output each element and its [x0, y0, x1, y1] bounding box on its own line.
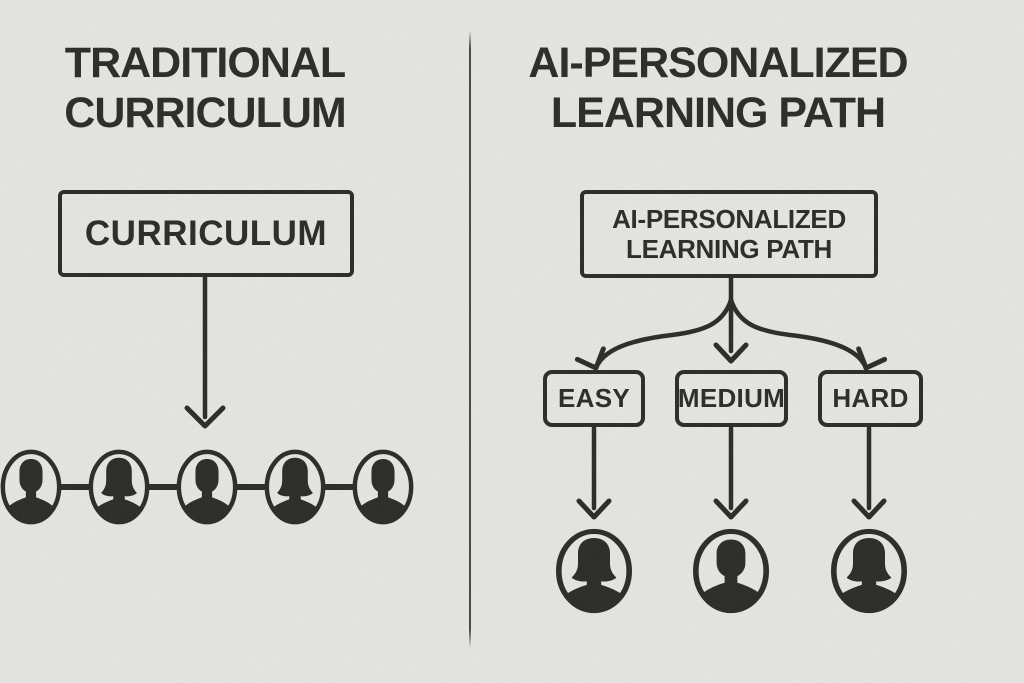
- student-avatar: [175, 448, 239, 526]
- person-man-icon: [352, 449, 414, 525]
- right-title-line1: AI-PERSONALIZED: [528, 39, 908, 87]
- person-man-icon: [0, 449, 62, 525]
- level-hard-label: HARD: [832, 383, 909, 413]
- right-panel-title: AI-PERSONALIZED LEARNING PATH: [511, 38, 925, 138]
- arrowhead-down-icon: [851, 498, 887, 520]
- level-to-student-arrows: [576, 425, 887, 520]
- arrowhead-down-icon: [184, 405, 226, 429]
- level-box-easy: EASY: [543, 370, 645, 427]
- student-avatar: [829, 527, 909, 615]
- student-avatar: [263, 448, 327, 526]
- person-man-icon: [176, 449, 238, 525]
- student-avatar: [691, 527, 771, 615]
- left-panel-title: TRADITIONAL CURRICULUM: [0, 38, 410, 138]
- ai-box-line1: AI-PERSONALIZED: [612, 204, 846, 234]
- left-title-line2: CURRICULUM: [64, 89, 346, 137]
- student-avatar: [87, 448, 151, 526]
- level-medium-label: MEDIUM: [677, 383, 786, 413]
- student-avatar: [554, 527, 634, 615]
- level-easy-label: EASY: [557, 383, 630, 413]
- left-title-line1: TRADITIONAL: [64, 39, 346, 87]
- arrowhead-down-icon: [576, 498, 612, 520]
- left-flow-arrow: [184, 274, 226, 429]
- arrowhead-down-icon: [713, 498, 749, 520]
- curriculum-box: CURRICULUM: [58, 190, 354, 277]
- level-box-hard: HARD: [818, 370, 923, 427]
- person-man-icon: [693, 528, 769, 614]
- curriculum-box-label: CURRICULUM: [84, 213, 328, 253]
- level-box-medium: MEDIUM: [675, 370, 788, 427]
- person-woman-icon: [831, 528, 907, 614]
- arrowhead-down-icon: [713, 342, 749, 364]
- person-woman-icon: [264, 449, 326, 525]
- person-woman-icon: [88, 449, 150, 525]
- ai-learning-path-box: AI-PERSONALIZED LEARNING PATH: [580, 190, 878, 278]
- ai-branch-arrows: [574, 274, 888, 371]
- student-avatar: [0, 448, 63, 526]
- right-title-line2: LEARNING PATH: [550, 89, 886, 137]
- ai-box-line2: LEARNING PATH: [625, 234, 833, 264]
- student-avatar: [351, 448, 415, 526]
- person-woman-icon: [556, 528, 632, 614]
- panel-divider: [469, 30, 471, 648]
